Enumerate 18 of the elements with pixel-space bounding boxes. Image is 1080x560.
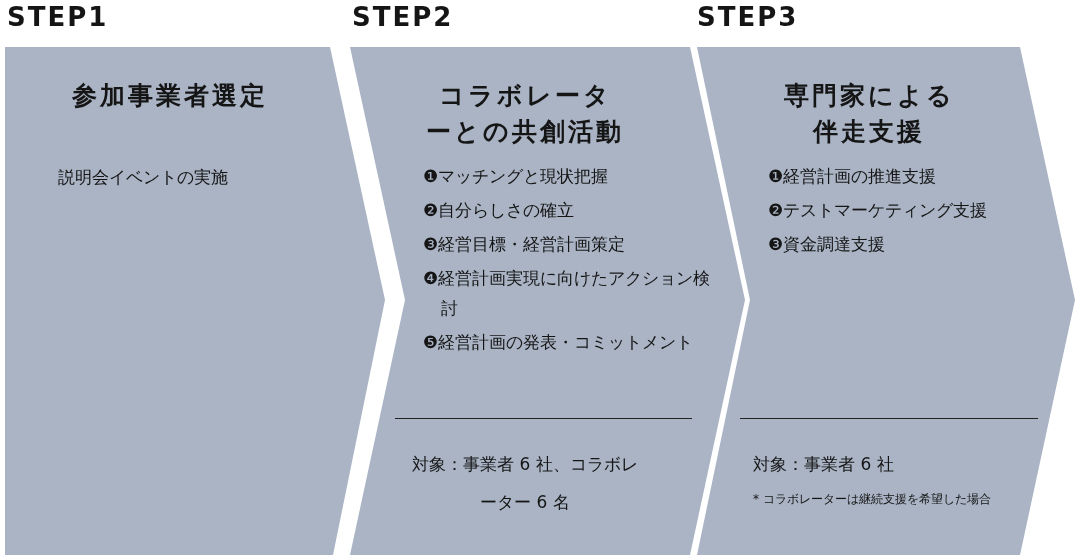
panel-title: コラボレーターとの共創活動 <box>425 80 625 148</box>
target-text: 対象：事業者 6 社、コラボレーター 6 名 <box>411 453 639 514</box>
list-item: ❷自分らしさの確立 <box>423 199 576 222</box>
panel-title: 参加事業者選定 <box>71 80 269 112</box>
list-item: 説明会イベントの実施 <box>58 166 229 189</box>
list-item: ❹経営計画実現に向けたアクション検討 <box>423 267 712 320</box>
list-item: ❸経営目標・経営計画策定 <box>423 233 627 256</box>
list-item: ❶経営計画の推進支援 <box>768 165 938 188</box>
target-text: 対象：事業者 6 社 <box>753 453 895 476</box>
step-label: STEP1 <box>7 2 109 32</box>
list-item: ❸資金調達支援 <box>768 233 887 256</box>
list-item: ❺経営計画の発表・コミットメント <box>423 331 695 354</box>
footnote: * コラボレーターは継続支援を希望した場合 <box>753 491 992 508</box>
list-item: ❷テストマーケティング支援 <box>768 199 989 222</box>
list-item: ❶マッチングと現状把握 <box>423 165 610 188</box>
step-label: STEP3 <box>697 2 799 32</box>
panel-title: 専門家による伴走支援 <box>782 80 956 148</box>
step-label: STEP2 <box>352 2 454 32</box>
